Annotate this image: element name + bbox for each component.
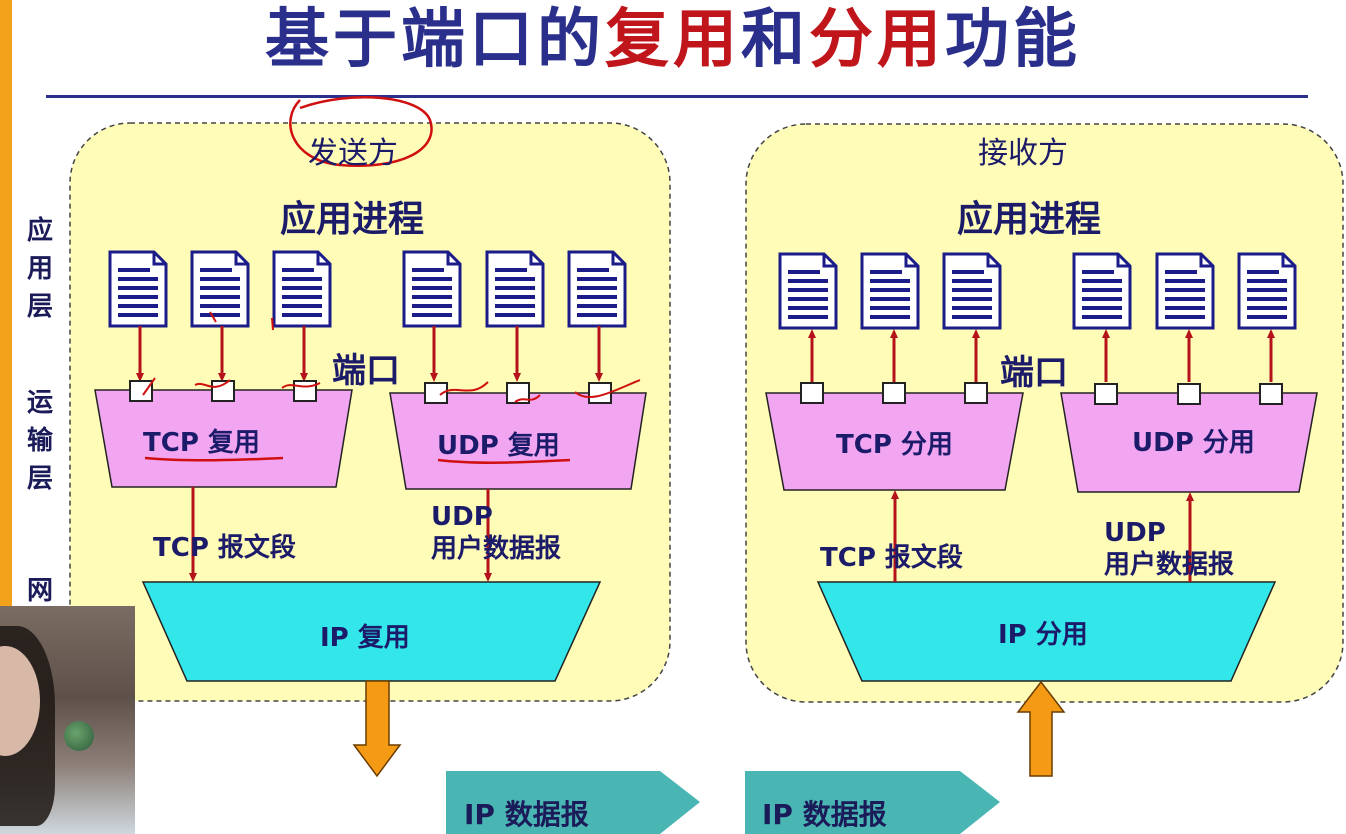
app-process-doc-icon: [567, 250, 627, 328]
sender-udp-mux-box: [389, 392, 647, 490]
sender-tcp-mux-label: TCP 复用: [143, 428, 260, 458]
receiver-app-process-label: 应用进程: [957, 199, 1102, 240]
sender-down-arrow: [352, 680, 402, 778]
sender-app-process-label: 应用进程: [280, 199, 425, 240]
receiver-ip-demux-box: [816, 581, 1277, 682]
receiver-ip-demux-label: IP 分用: [998, 620, 1088, 650]
sender-tcp-mux-box: [94, 389, 353, 488]
receiver-tcp-demux-box: [765, 392, 1024, 491]
handwritten-underline-tcp: [144, 456, 284, 462]
ip-datagram-arrow-2: [745, 771, 1000, 834]
sender-ip-mux-label: IP 复用: [320, 623, 410, 653]
receiver-udp-datagram-label: UDP 用户数据报: [1104, 518, 1235, 580]
sender-udp-datagram-label: UDP 用户数据报: [431, 502, 562, 564]
receiver-label: 接收方: [978, 136, 1068, 171]
app-process-doc-icon: [190, 250, 250, 328]
app-process-doc-icon: [402, 250, 462, 328]
side-label-network-layer: 网: [26, 576, 53, 606]
app-process-doc-icon: [1072, 252, 1132, 330]
webcam-overlay: [0, 606, 135, 834]
app-process-doc-icon: [108, 250, 168, 328]
app-process-doc-icon: [778, 252, 838, 330]
sender-ip-mux-box: [141, 581, 602, 682]
title-underline: [46, 95, 1308, 98]
receiver-tcp-demux-label: TCP 分用: [836, 430, 953, 460]
ip-datagram-arrow-1: [446, 771, 700, 834]
app-process-doc-icon: [1237, 252, 1297, 330]
receiver-port-to-app-arrows: [808, 329, 1275, 382]
sender-port-label: 端口: [332, 351, 400, 391]
app-process-doc-icon: [272, 250, 332, 328]
receiver-ports: [800, 382, 1283, 405]
app-process-doc-icon: [942, 252, 1002, 330]
app-process-doc-icon: [1155, 252, 1215, 330]
handwritten-circle: [289, 96, 433, 167]
receiver-port-label: 端口: [1000, 353, 1068, 393]
side-label-transport-layer: 运输层: [26, 388, 53, 494]
sender-app-to-port-arrows: [136, 326, 603, 382]
receiver-tcp-segment-label: TCP 报文段: [820, 543, 963, 573]
sender-transport-to-ip-arrows: [189, 487, 492, 582]
sender-udp-mux-label: UDP 复用: [437, 431, 560, 461]
ip-datagram-label-2: IP 数据报: [762, 798, 887, 831]
globe-icon: [64, 721, 94, 751]
app-process-doc-icon: [485, 250, 545, 328]
sender-label: 发送方: [308, 136, 398, 171]
handwritten-underline-udp: [437, 458, 571, 464]
ip-datagram-label-1: IP 数据报: [464, 798, 589, 831]
handwritten-port-scribbles: [142, 311, 641, 403]
side-label-app-layer: 应用层: [26, 216, 53, 322]
receiver-ip-to-transport-arrows: [891, 490, 1194, 582]
receiver-udp-demux-box: [1060, 392, 1318, 493]
page-title: 基于端口的复用和分用功能: [265, 3, 1081, 77]
sender-tcp-segment-label: TCP 报文段: [153, 533, 296, 563]
receiver-udp-demux-label: UDP 分用: [1132, 428, 1255, 458]
app-process-doc-icon: [860, 252, 920, 330]
receiver-up-arrow: [1016, 680, 1066, 777]
